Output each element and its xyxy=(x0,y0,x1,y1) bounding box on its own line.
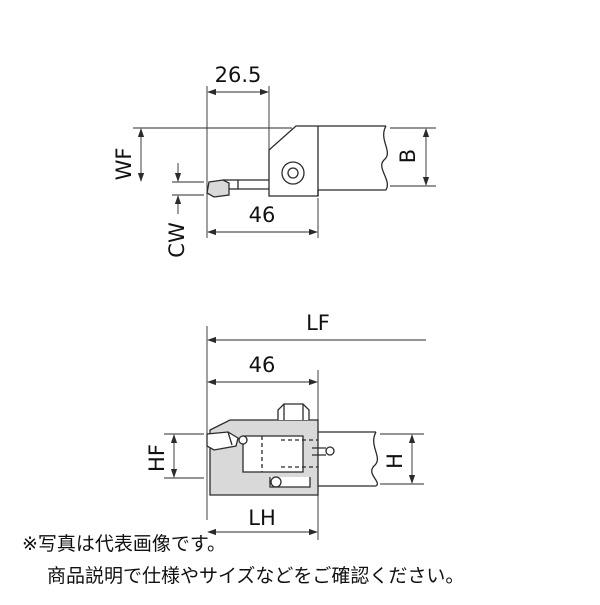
clamp-screw-outer xyxy=(281,161,305,185)
wf-label: WF xyxy=(112,148,136,181)
b-label: B xyxy=(396,149,420,163)
top-view-shank xyxy=(268,125,386,197)
side-view-top-clamp xyxy=(277,403,310,420)
side-view-slot xyxy=(242,435,304,473)
note-line-2: 商品説明で仕様やサイズなどをご確認ください。 xyxy=(47,565,464,587)
dim-46-top-label: 46 xyxy=(249,203,276,227)
dim-46-side-label: 46 xyxy=(249,353,276,377)
side-view-dimensions xyxy=(164,326,426,540)
lh-label: LH xyxy=(248,506,276,530)
side-view-screw-pin xyxy=(312,447,326,456)
side-view xyxy=(206,403,379,496)
note-line-1: ※写真は代表画像です。 xyxy=(22,533,226,555)
dim-26-5-label: 26.5 xyxy=(215,63,262,87)
top-view-insert xyxy=(206,179,230,198)
side-view-bottom-clamp xyxy=(269,477,311,488)
top-view-shank-break xyxy=(381,125,389,191)
top-view-blade xyxy=(237,179,269,190)
h-label: H xyxy=(383,453,407,469)
hf-label: HF xyxy=(145,444,169,472)
lf-label: LF xyxy=(306,311,330,335)
clamp-screw-inner xyxy=(287,167,299,179)
side-view-shank xyxy=(318,431,376,487)
top-view xyxy=(206,125,389,198)
side-view-shank-break xyxy=(371,431,379,487)
cw-label: CW xyxy=(165,222,189,258)
top-view-dimensions xyxy=(133,86,436,238)
